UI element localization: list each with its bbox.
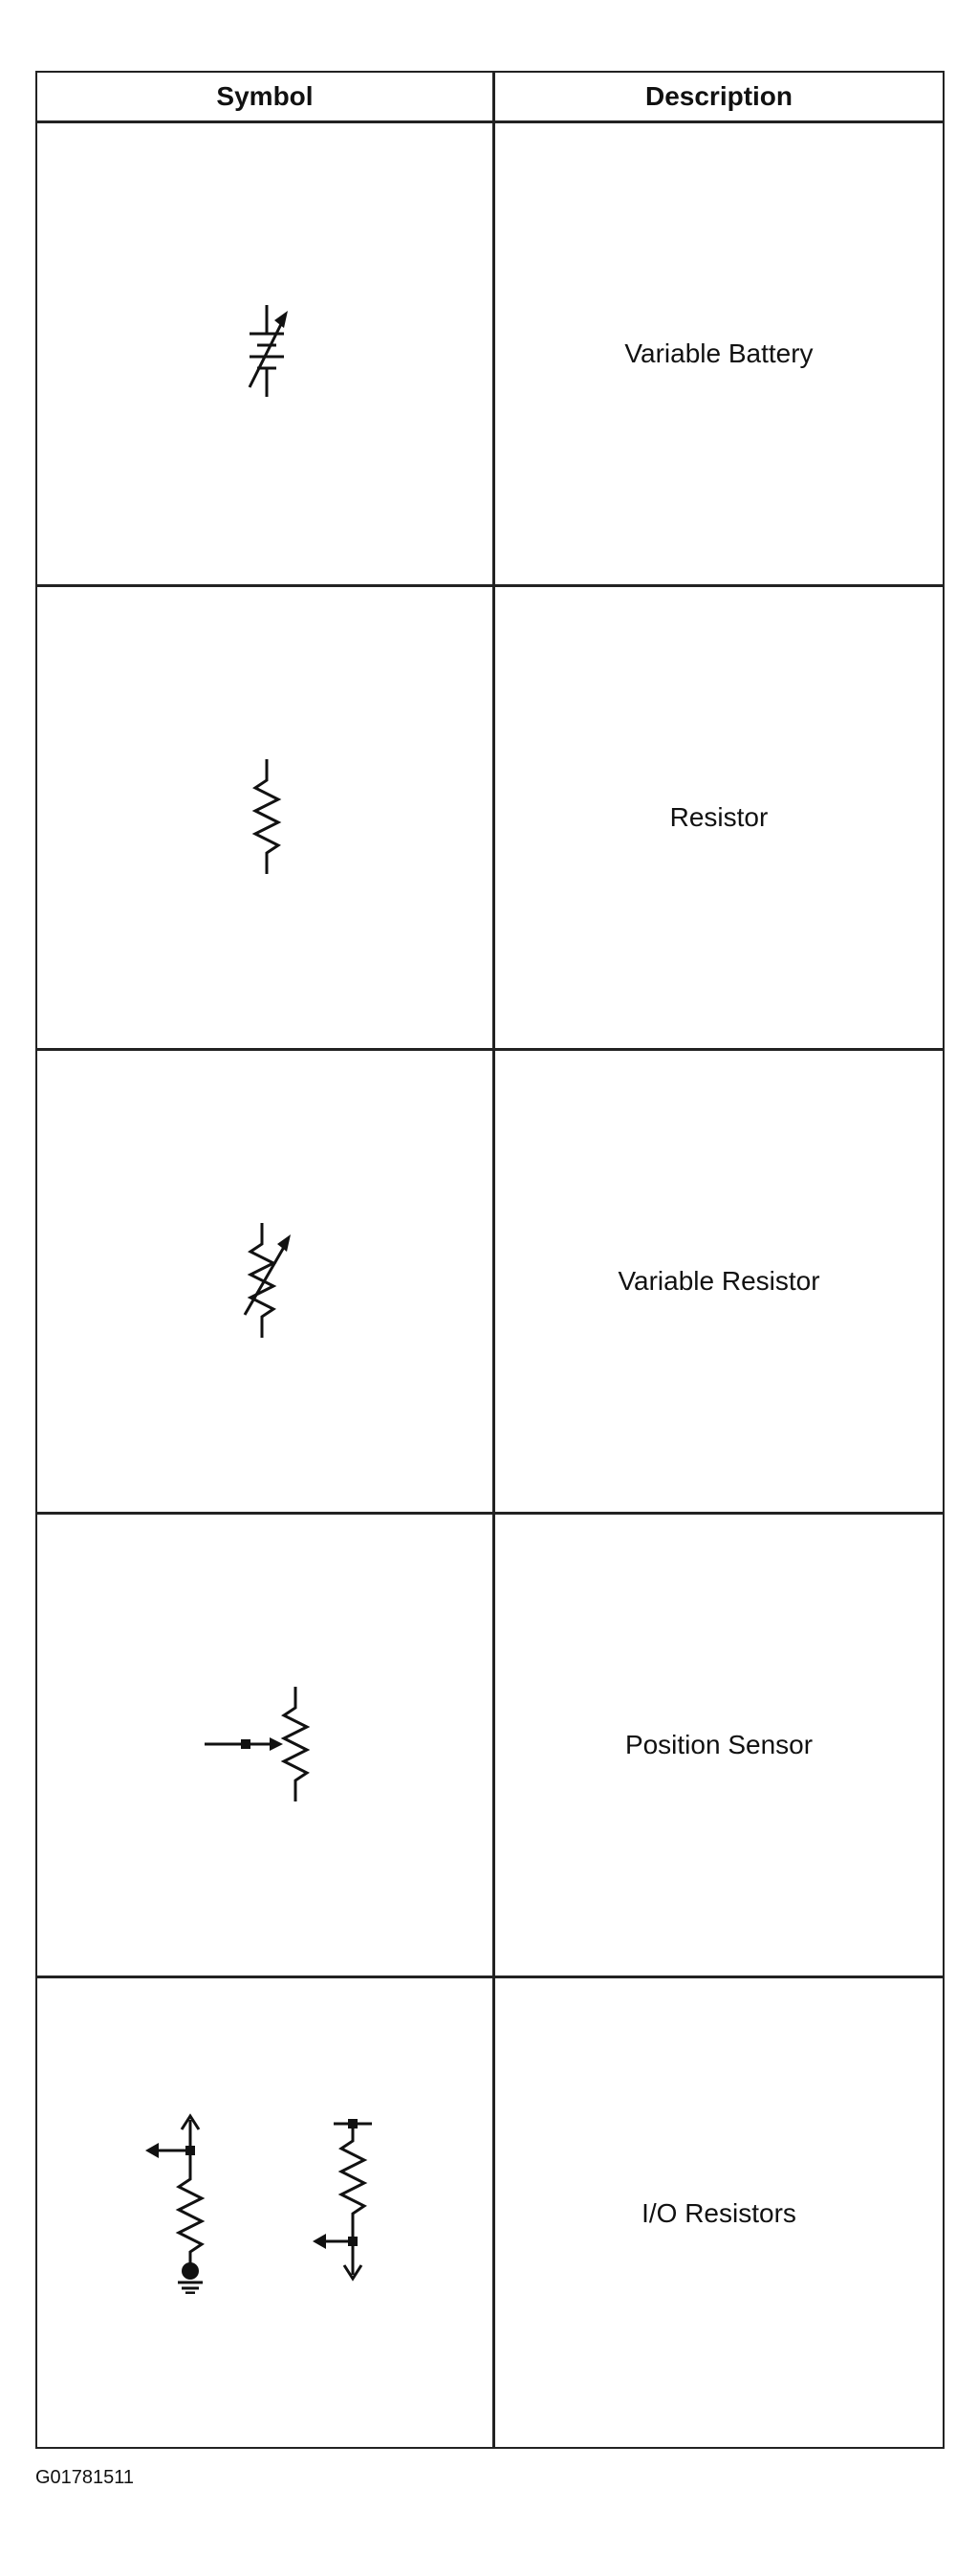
description-cell: I/O Resistors — [641, 2198, 796, 2228]
table-row: Variable Battery — [37, 123, 943, 584]
table-row: Variable Resistor — [37, 1051, 943, 1512]
symbol-cell — [37, 123, 492, 584]
table-row: Position Sensor — [37, 1515, 943, 1976]
header-divider — [37, 120, 943, 123]
row-divider — [37, 1048, 943, 1051]
position-sensor-icon — [205, 1687, 311, 1801]
header-description: Description — [644, 81, 793, 111]
description-cell: Variable Battery — [624, 338, 814, 368]
symbol-cell — [37, 587, 492, 1048]
variable-resistor-icon — [243, 1223, 291, 1338]
figure-id: G01781511 — [35, 2467, 135, 2488]
row-divider — [37, 584, 943, 587]
column-divider — [492, 73, 495, 2447]
io-resistor-right-icon — [313, 2119, 372, 2281]
row-divider — [37, 1976, 943, 1978]
symbol-cell — [37, 1515, 492, 1976]
resistor-icon — [251, 759, 282, 874]
symbol-cell — [37, 1978, 492, 2449]
table-row: Resistor — [37, 587, 943, 1048]
row-divider — [37, 1512, 943, 1515]
symbol-cell — [37, 1051, 492, 1512]
variable-battery-icon — [248, 305, 288, 397]
table-row: I/O Resistors — [37, 1978, 943, 2449]
symbol-table: Symbol Description Variable Battery — [35, 71, 945, 2449]
io-resistor-left-icon — [145, 2113, 206, 2294]
header-symbol: Symbol — [216, 81, 314, 111]
description-cell: Position Sensor — [624, 1730, 814, 1759]
description-cell: Resistor — [669, 802, 769, 832]
description-cell: Variable Resistor — [618, 1266, 820, 1296]
